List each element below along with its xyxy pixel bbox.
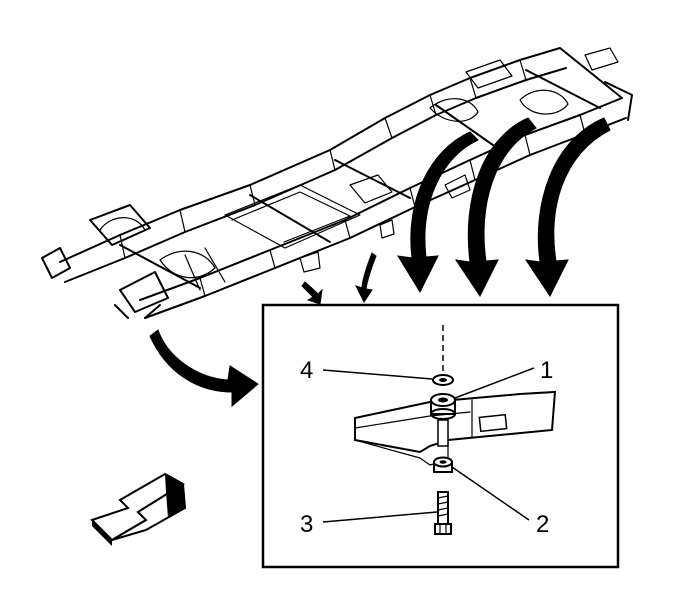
curved-arrow-icon — [397, 131, 479, 294]
curved-arrow-icon — [454, 117, 537, 297]
small-arrow-icon — [355, 252, 377, 303]
curved-arrow-icon — [149, 329, 259, 408]
small-arrow-icon — [301, 281, 323, 305]
callout-2: 2 — [536, 511, 549, 538]
lower-cushion-part-2 — [433, 456, 453, 473]
curved-arrow-icon — [524, 117, 611, 297]
mount-location-arrows — [149, 117, 611, 408]
callout-1: 1 — [540, 357, 553, 384]
front-direction-arrow-icon — [90, 472, 187, 546]
detail-view-frame — [261, 303, 620, 569]
body-mount-detail — [322, 325, 557, 535]
upper-cushion-part-1 — [430, 393, 456, 420]
bolt-part-3 — [434, 491, 452, 535]
vehicle-frame-illustration — [41, 47, 633, 319]
callout-3: 3 — [300, 511, 313, 538]
callout-4: 4 — [300, 357, 313, 384]
